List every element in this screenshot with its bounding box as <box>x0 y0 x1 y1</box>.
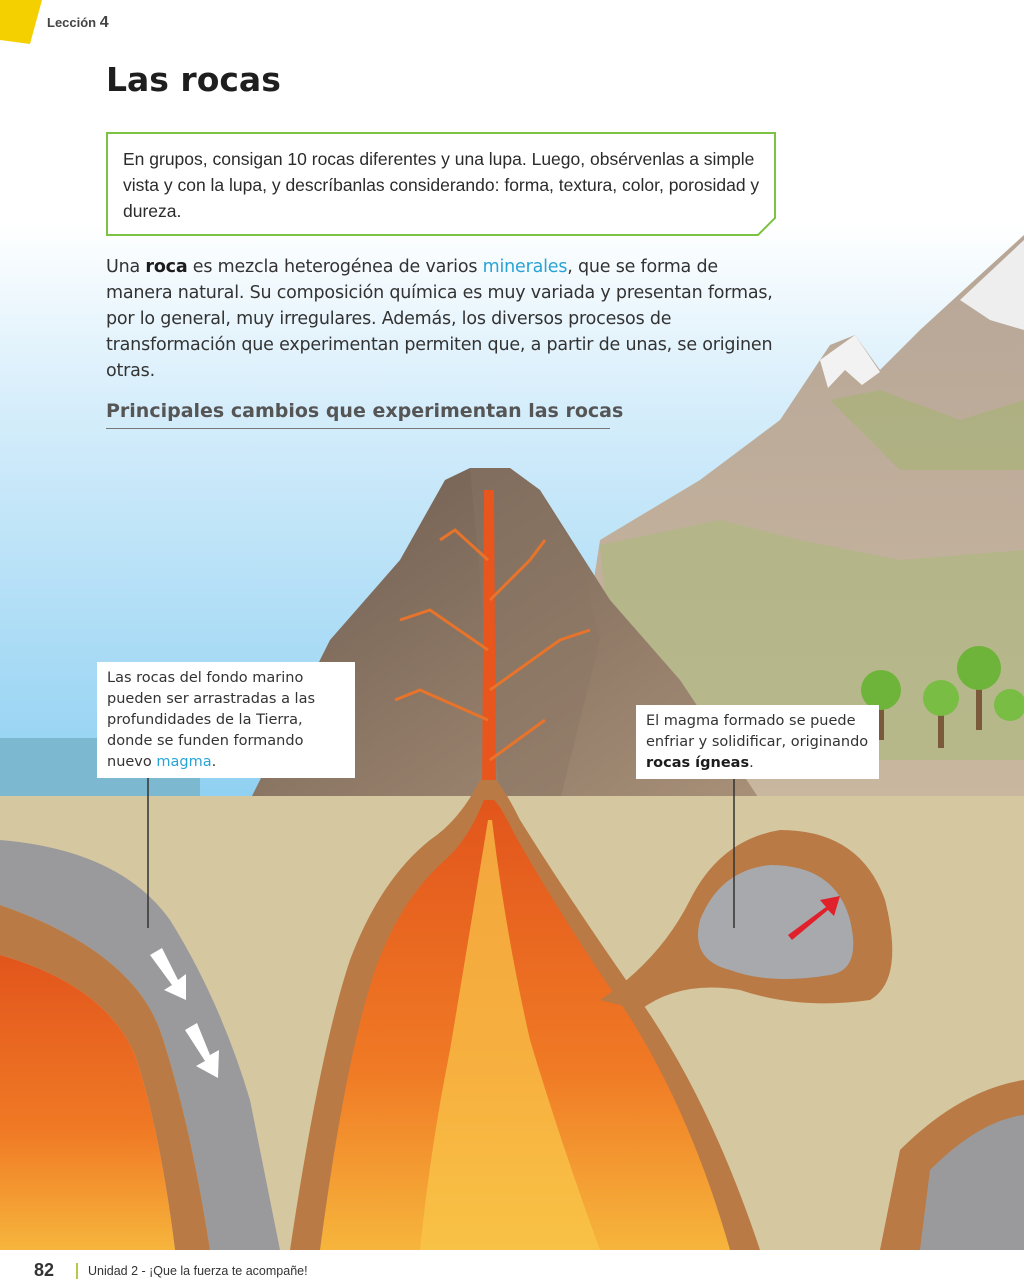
lesson-tab-marker <box>0 0 42 44</box>
activity-text: En grupos, consigan 10 rocas diferentes … <box>123 149 760 221</box>
callout-igneous: El magma formado se puede enfriar y soli… <box>636 705 879 779</box>
footer <box>0 1250 1024 1280</box>
rock-cycle-illustration <box>0 0 1024 1250</box>
trees <box>861 646 1024 748</box>
left-magma <box>0 955 175 1250</box>
glossary-link-magma[interactable]: magma <box>156 754 212 770</box>
igneous-rock <box>698 865 854 979</box>
callout-igneous-text: El magma formado se puede enfriar y soli… <box>646 713 869 750</box>
activity-box: En grupos, consigan 10 rocas diferentes … <box>106 132 776 236</box>
footer-unit-text: Unidad 2 - ¡Que la fuerza te acompañe! <box>88 1264 308 1278</box>
volcano <box>250 468 760 800</box>
footer-separator <box>76 1263 78 1279</box>
lava-branches <box>394 528 591 762</box>
term-roca: roca <box>145 257 188 277</box>
intro-paragraph: Una roca es mezcla heterogénea de varios… <box>106 254 786 384</box>
callout-igneous-end: . <box>749 755 754 771</box>
lesson-label: Lección 4 <box>47 14 109 32</box>
callout-seafloor-end: . <box>211 754 217 770</box>
page-number: 82 <box>34 1260 55 1280</box>
subducting-plate <box>0 840 280 1250</box>
lesson-word: Lección <box>47 15 97 30</box>
term-rocas-igneas: rocas ígneas <box>646 755 750 771</box>
intro-part-2: es mezcla heterogénea de varios <box>187 257 483 277</box>
intro-part-3: , que se forma de manera natural. Su com… <box>106 257 773 381</box>
lesson-number: 4 <box>99 14 109 31</box>
glossary-link-minerales[interactable]: minerales <box>482 257 568 277</box>
cooling-arrow <box>788 896 840 940</box>
subduction-arrows <box>150 948 219 1078</box>
intro-part-1: Una <box>106 257 146 277</box>
callout-seafloor: Las rocas del fondo marino pueden ser ar… <box>97 662 355 778</box>
lava-conduit <box>482 490 496 800</box>
section-heading: Principales cambios que experimentan las… <box>106 400 623 429</box>
activity-border <box>106 132 776 236</box>
page-title: Las rocas <box>106 60 281 99</box>
callout-seafloor-text: Las rocas del fondo marino pueden ser ar… <box>107 670 316 770</box>
